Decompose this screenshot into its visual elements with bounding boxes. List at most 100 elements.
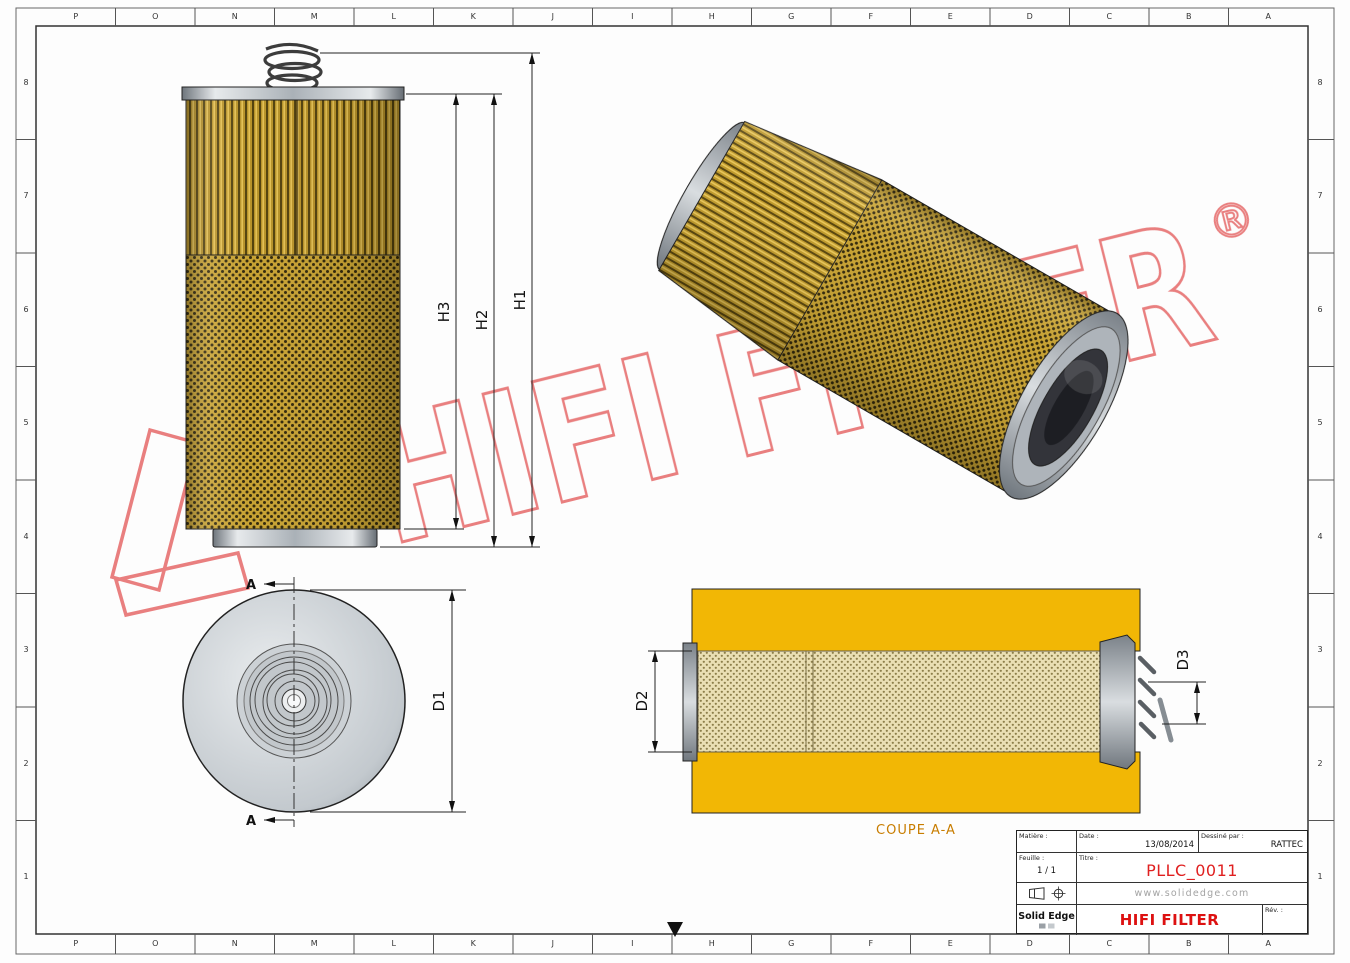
- section-spring-end: [1157, 697, 1174, 743]
- dim-label-h1: H1: [511, 290, 529, 311]
- title-block-row-3: www.solidedge.com: [1017, 883, 1307, 905]
- dim-label-d3: D3: [1174, 649, 1192, 670]
- solid-edge-logo-mark: [1038, 923, 1054, 929]
- grid-letter-top: O: [152, 12, 159, 21]
- sheet-value: 1 / 1: [1036, 866, 1057, 876]
- section-shell-top: [691, 588, 1141, 652]
- spring-icon: [263, 42, 323, 93]
- grid-number-left: 3: [23, 645, 29, 655]
- grid-number-right: 8: [1317, 77, 1323, 87]
- grid-letter-top: H: [708, 12, 715, 21]
- section-mark-top: A: [246, 578, 256, 593]
- date-label: Date :: [1079, 832, 1099, 840]
- date-value: 13/08/2014: [1145, 840, 1194, 850]
- grid-number-right: 7: [1317, 191, 1323, 201]
- grid-letter-top: B: [1186, 12, 1192, 21]
- section-left-cap: [682, 642, 698, 762]
- section-view: [682, 588, 1174, 814]
- grid-letter-bottom: B: [1186, 939, 1192, 948]
- title-label: Titre :: [1079, 854, 1098, 862]
- grid-letter-top: D: [1026, 12, 1033, 21]
- sheet-cell: Feuille : 1 / 1: [1017, 853, 1077, 882]
- hifi-logo-watermark: [109, 427, 251, 618]
- grid-letter-top: M: [310, 12, 318, 21]
- top-view-annotations: [264, 581, 466, 823]
- drawn-by-label: Dessiné par :: [1201, 832, 1244, 840]
- grid-letter-bottom: F: [868, 939, 874, 948]
- grid-number-left: 1: [23, 872, 29, 882]
- grid-letter-bottom: M: [310, 939, 318, 948]
- website-cell: www.solidedge.com: [1077, 883, 1307, 904]
- drawn-by-cell: Dessiné par : RATTEC: [1199, 831, 1307, 852]
- grid-letter-bottom: I: [631, 939, 634, 948]
- watermark-registered-icon: ®: [1203, 189, 1261, 253]
- grid-letter-top: C: [1106, 12, 1113, 21]
- drawn-by-value: RATTEC: [1270, 840, 1303, 850]
- target-icon: [1051, 886, 1065, 901]
- grid-number-left: 8: [23, 77, 29, 87]
- date-cell: Date : 13/08/2014: [1077, 831, 1199, 852]
- grid-letter-bottom: H: [708, 939, 715, 948]
- front-dimensions: [320, 52, 540, 548]
- grid-letter-bottom: O: [152, 939, 159, 948]
- front-top-cap: [181, 86, 405, 101]
- revision-label: Rév. :: [1265, 906, 1283, 914]
- grid-letter-top: J: [551, 12, 554, 21]
- grid-letter-bottom: L: [391, 939, 396, 948]
- grid-letter-top: A: [1265, 12, 1271, 21]
- border-ticks: [16, 8, 1334, 954]
- title-block-row-1: Matière : Date : 13/08/2014 Dessiné par …: [1017, 831, 1307, 853]
- material-cell: Matière :: [1017, 831, 1077, 852]
- grid-number-right: 5: [1317, 418, 1323, 428]
- frustum-icon: [1028, 887, 1044, 900]
- grid-number-right: 1: [1317, 872, 1323, 882]
- grid-letter-top: L: [391, 12, 396, 21]
- grid-letter-top: I: [631, 12, 634, 21]
- section-mesh: [697, 650, 1101, 753]
- grid-number-right: 4: [1317, 531, 1323, 541]
- section-spring-coils: [1137, 655, 1157, 740]
- grid-number-right: 6: [1317, 304, 1323, 314]
- outer-border: [15, 7, 1335, 955]
- grid-letter-bottom: K: [470, 939, 476, 948]
- projection-symbol-cell: [1017, 883, 1077, 904]
- grid-number-right: 3: [1317, 645, 1323, 655]
- section-right-cap: [1099, 634, 1136, 770]
- grid-letter-bottom: N: [231, 939, 238, 948]
- dim-label-d1: D1: [430, 690, 448, 711]
- website-text: www.solidedge.com: [1134, 888, 1250, 899]
- grid-letter-top: G: [788, 12, 795, 21]
- grid-number-left: 2: [23, 758, 29, 768]
- grid-letter-bottom: C: [1106, 939, 1113, 948]
- sheet-label: Feuille :: [1019, 854, 1045, 862]
- dim-label-d2: D2: [633, 690, 651, 711]
- title-block-row-4: Solid Edge HIFI FILTER Rév. :: [1017, 905, 1307, 935]
- material-label: Matière :: [1019, 832, 1048, 840]
- grid-number-left: 7: [23, 191, 29, 201]
- title-block-row-2: Feuille : 1 / 1 Titre : PLLC_0011: [1017, 853, 1307, 883]
- section-caption: COUPE A-A: [876, 823, 956, 838]
- grid-letter-top: F: [868, 12, 874, 21]
- part-number: PLLC_0011: [1146, 860, 1238, 880]
- front-view: [181, 42, 405, 548]
- grid-letter-bottom: A: [1265, 939, 1271, 948]
- brand-cell: HIFI FILTER: [1077, 905, 1263, 935]
- iso-view: [656, 120, 1129, 500]
- grid-letter-bottom: D: [1026, 939, 1033, 948]
- grid-letter-bottom: J: [551, 939, 554, 948]
- grid-letter-bottom: P: [73, 939, 79, 948]
- grid-number-left: 6: [23, 304, 29, 314]
- section-dimensions: [648, 650, 1206, 753]
- section-shell-bottom: [691, 751, 1141, 814]
- section-mark-bottom: A: [246, 814, 256, 829]
- revision-cell: Rév. :: [1263, 905, 1307, 935]
- title-cell: Titre : PLLC_0011: [1077, 853, 1307, 882]
- top-view: [182, 577, 406, 827]
- center-mark: [667, 922, 683, 937]
- grid-letter-top: P: [73, 12, 79, 21]
- grid-letter-top: N: [231, 12, 238, 21]
- solid-edge-cell: Solid Edge: [1017, 905, 1077, 935]
- grid-letter-bottom: E: [947, 939, 953, 948]
